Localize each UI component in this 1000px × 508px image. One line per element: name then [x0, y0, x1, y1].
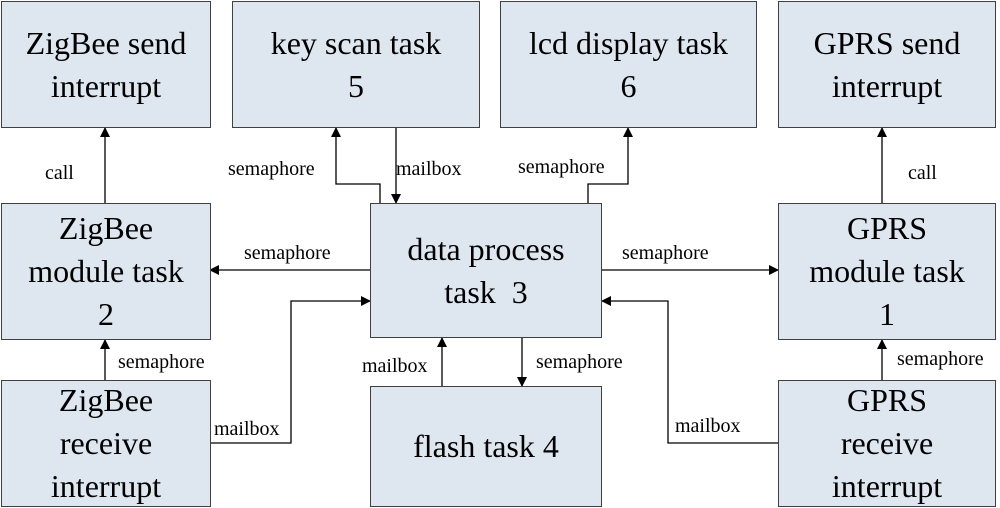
- label-mailbox-zigbee-receive: mailbox: [214, 418, 280, 440]
- key-scan-task-box: key scan task 5: [232, 1, 480, 128]
- label-semaphore-to-zigbee-module: semaphore: [244, 242, 331, 264]
- label-call-right: call: [908, 162, 937, 184]
- gprs-receive-line-1: GPRS: [846, 382, 928, 418]
- gprs-receive-interrupt-box: GPRS receive interrupt: [778, 380, 996, 507]
- zigbee-receive-interrupt-box: ZigBee receive interrupt: [1, 380, 211, 507]
- arrow-semaphore-lcd: [587, 127, 633, 203]
- label-semaphore-gprs-receive: semaphore: [897, 348, 984, 370]
- label-semaphore-keyscan: semaphore: [228, 158, 315, 180]
- lcd-display-task-box: lcd display task 6: [500, 1, 757, 128]
- gprs-send-line-2: interrupt: [831, 67, 943, 104]
- arrow-semaphore-keyscan: [331, 127, 381, 203]
- zigbee-receive-line-1: ZigBee: [58, 382, 154, 418]
- zigbee-send-line-2: interrupt: [50, 67, 162, 104]
- arrow-mailbox-gprs-receive: [601, 296, 778, 444]
- gprs-module-line-1: GPRS: [846, 210, 928, 246]
- gprs-module-line-2: module task: [809, 253, 965, 289]
- zigbee-module-line-1: ZigBee: [58, 210, 154, 246]
- label-semaphore-lcd: semaphore: [518, 156, 605, 178]
- label-semaphore-zigbee-receive: semaphore: [118, 351, 205, 373]
- zigbee-module-task-box: ZigBee module task 2: [1, 203, 211, 340]
- gprs-receive-line-2: receive: [840, 425, 934, 461]
- label-call-left: call: [45, 162, 74, 184]
- data-process-task-box: data process task 3: [370, 203, 602, 338]
- key-scan-line-2: 5: [348, 67, 364, 104]
- label-mailbox-keyscan: mailbox: [396, 158, 462, 180]
- data-process-line-1: data process: [407, 230, 565, 267]
- zigbee-send-interrupt-box: ZigBee send interrupt: [1, 1, 211, 128]
- flash-task-box: flash task 4: [370, 386, 602, 507]
- gprs-module-task-box: GPRS module task 1: [778, 203, 996, 340]
- gprs-module-line-3: 1: [879, 296, 895, 332]
- label-semaphore-to-gprs-module: semaphore: [622, 242, 709, 264]
- gprs-send-line-1: GPRS send: [813, 24, 961, 61]
- zigbee-module-line-3: 2: [98, 296, 114, 332]
- zigbee-send-line-1: ZigBee send: [25, 24, 187, 61]
- label-mailbox-flash: mailbox: [362, 355, 428, 377]
- zigbee-module-line-2: module task: [28, 253, 184, 289]
- gprs-receive-line-3: interrupt: [831, 468, 943, 504]
- label-semaphore-flash: semaphore: [536, 351, 623, 373]
- zigbee-receive-line-3: interrupt: [50, 468, 162, 504]
- arrow-mailbox-zigbee-receive: [211, 296, 371, 444]
- data-process-line-2: task 3: [444, 273, 528, 310]
- lcd-display-line-2: 6: [620, 67, 637, 104]
- zigbee-receive-line-2: receive: [59, 425, 153, 461]
- label-mailbox-gprs-receive: mailbox: [675, 415, 741, 437]
- lcd-display-line-1: lcd display task: [528, 24, 729, 61]
- gprs-send-interrupt-box: GPRS send interrupt: [778, 1, 996, 128]
- key-scan-line-1: key scan task: [270, 24, 442, 61]
- flash-task-line-1: flash task 4: [413, 428, 559, 464]
